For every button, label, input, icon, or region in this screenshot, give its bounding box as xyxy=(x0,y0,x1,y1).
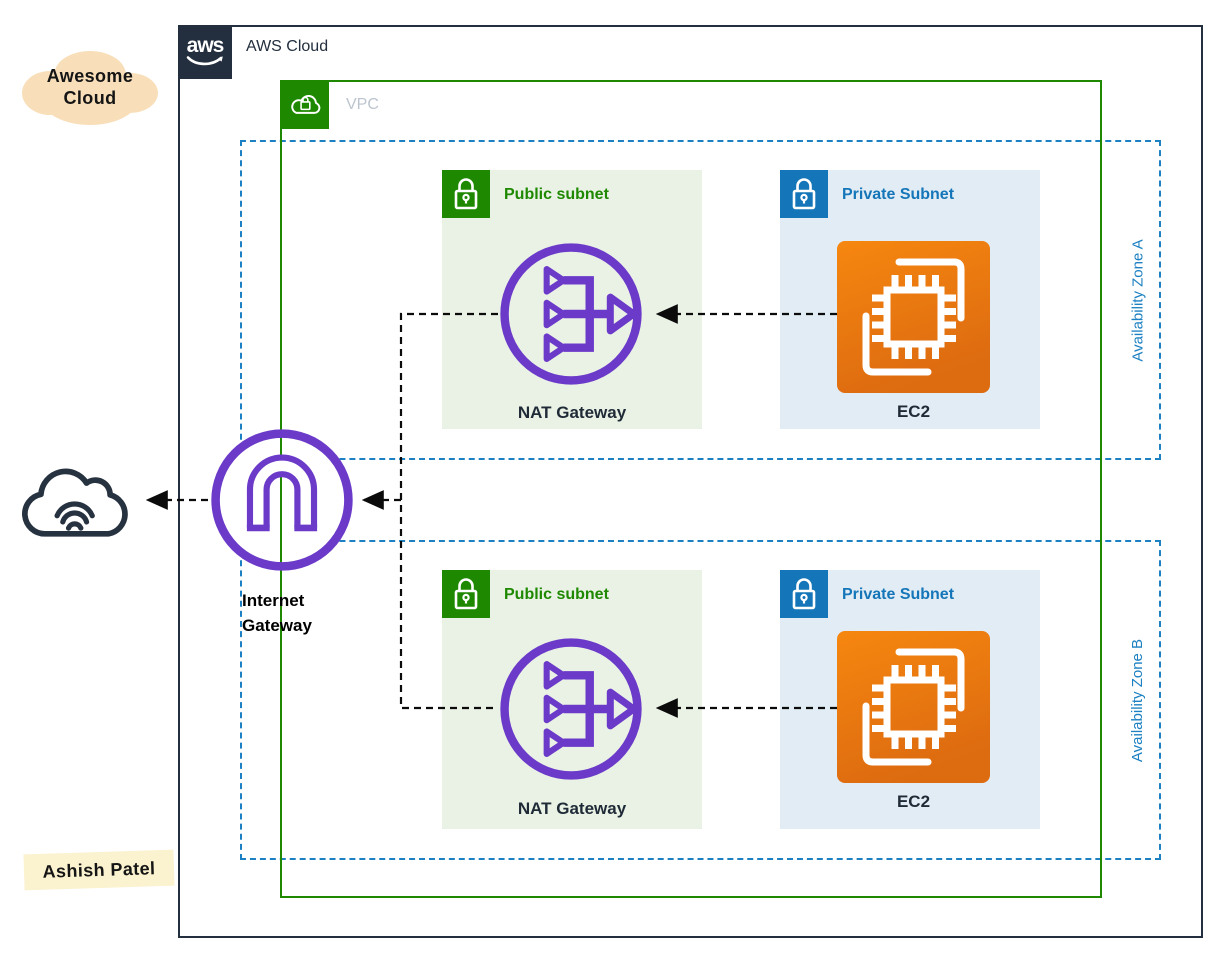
nat-gateway-icon xyxy=(500,638,642,780)
vpc-icon xyxy=(280,80,329,129)
public-subnet-lock-icon xyxy=(442,570,490,618)
nat-gateway-a-label: NAT Gateway xyxy=(517,403,627,422)
private-subnet-a-label: Private Subnet xyxy=(842,186,955,203)
aws-cloud-label: AWS Cloud xyxy=(246,38,329,55)
availability-zone-b-container xyxy=(240,540,1161,860)
aws-smile-icon xyxy=(186,55,223,65)
nat-gateway-b-label: NAT Gateway xyxy=(517,799,627,818)
vpc-container xyxy=(280,80,1102,898)
ec2-icon xyxy=(837,631,990,783)
aws-logo: aws xyxy=(178,25,232,79)
internet-cloud-icon xyxy=(22,468,128,537)
aws-cloud-container xyxy=(178,25,1203,938)
availability-zone-a-container xyxy=(240,140,1161,460)
awesome-cloud-sticker: Awesome Cloud xyxy=(16,45,164,131)
vpc-label: VPC xyxy=(346,96,379,113)
peach-cloud-blob xyxy=(22,51,158,125)
ec2-icon xyxy=(837,241,990,393)
aws-logo-text: aws xyxy=(186,33,225,57)
internet-gateway-label: Internet Gateway xyxy=(242,591,312,635)
private-subnet-lock-icon xyxy=(780,570,828,618)
private-subnet-b-label: Private Subnet xyxy=(842,586,955,603)
public-subnet-b-label: Public subnet xyxy=(504,586,609,603)
connector-nat-to-igw-trunk xyxy=(399,312,498,710)
ec2-a-label: EC2 xyxy=(896,402,931,421)
ec2-b-label: EC2 xyxy=(896,792,931,811)
nat-gateway-icon xyxy=(500,243,642,385)
public-subnet-a-label: Public subnet xyxy=(504,186,609,203)
public-subnet-lock-icon xyxy=(442,170,490,218)
awesome-cloud-note-line1: Awesome xyxy=(46,66,134,86)
awesome-cloud-note-line2: Cloud xyxy=(63,88,117,108)
private-subnet-lock-icon xyxy=(780,170,828,218)
internet-gateway-icon xyxy=(211,429,353,571)
